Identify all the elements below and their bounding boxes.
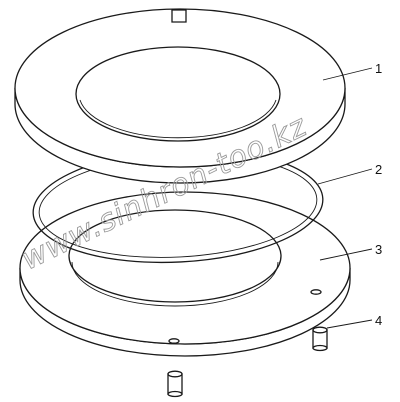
callout-3: 3	[375, 242, 382, 257]
base-plate	[19, 191, 351, 357]
callout-4: 4	[375, 313, 382, 328]
callout-2: 2	[375, 162, 382, 177]
leader-lines	[317, 67, 373, 329]
top-bearing-plate	[14, 8, 346, 184]
dowel-pin-upper	[312, 326, 328, 352]
dowel-pin-lower	[167, 370, 183, 398]
callout-1: 1	[375, 61, 382, 76]
